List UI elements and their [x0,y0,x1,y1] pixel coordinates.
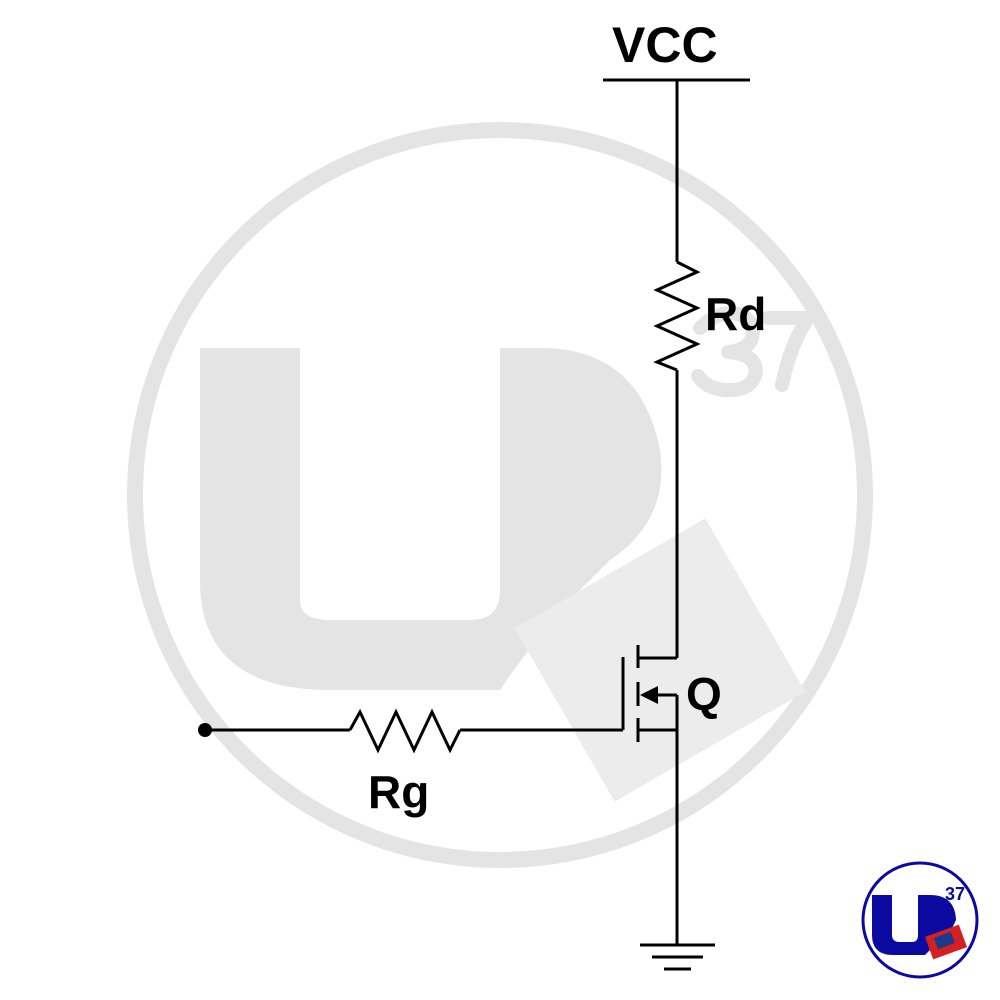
watermark-superscript-graphic [691,306,815,398]
logo: 37 [861,861,979,979]
label-rg: Rg [368,766,429,818]
label-rd: Rd [705,288,766,340]
input-terminal[interactable] [198,723,212,737]
label-vcc: VCC [612,17,718,73]
resistor-rg [348,708,462,754]
resistor-rd [653,260,701,372]
watermark [127,122,873,868]
source-arrow [640,686,658,704]
label-q: Q [686,668,722,720]
logo-superscript: 37 [945,884,965,904]
